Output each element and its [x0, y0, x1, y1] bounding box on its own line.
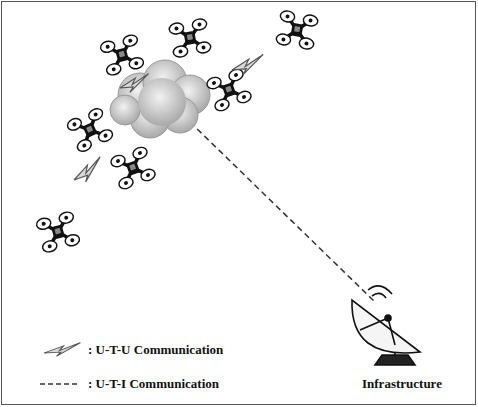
drones	[35, 10, 318, 254]
legend-text: : U-T-I Communication	[88, 376, 219, 392]
satellite-dish	[352, 286, 420, 365]
legend-samples	[40, 343, 80, 384]
uti-link	[190, 122, 375, 302]
infrastructure-label: Infrastructure	[362, 376, 442, 392]
cloud	[110, 60, 210, 138]
utu-bolts	[70, 54, 263, 184]
legend-text: : U-T-U Communication	[88, 342, 223, 358]
